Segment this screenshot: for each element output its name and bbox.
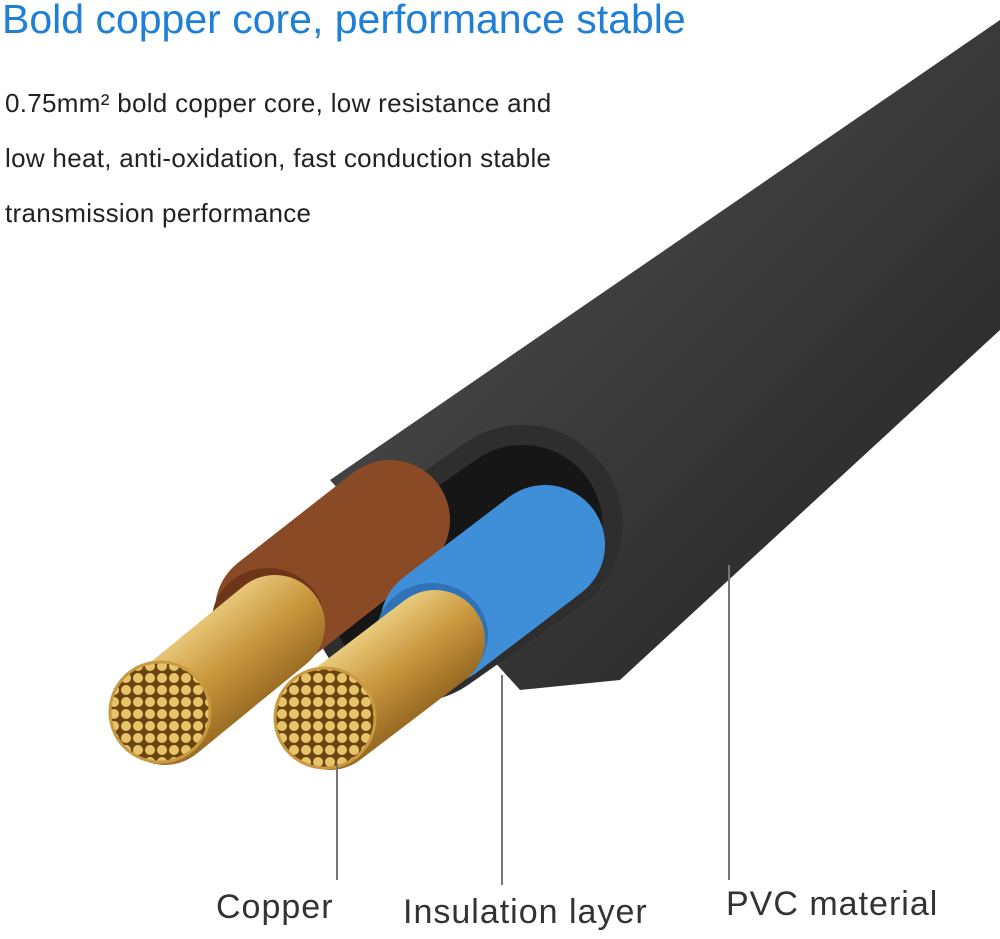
headline: Bold copper core, performance stable [2, 0, 686, 42]
description-line-3: transmission performance [5, 198, 312, 228]
copper-label: Copper [216, 888, 334, 926]
pvc-label: PVC material [726, 885, 939, 923]
insulation-label: Insulation layer [403, 893, 648, 931]
description-line-1: 0.75mm² bold copper core, low resistance… [5, 88, 552, 118]
description-line-2: low heat, anti-oxidation, fast conductio… [5, 143, 552, 173]
